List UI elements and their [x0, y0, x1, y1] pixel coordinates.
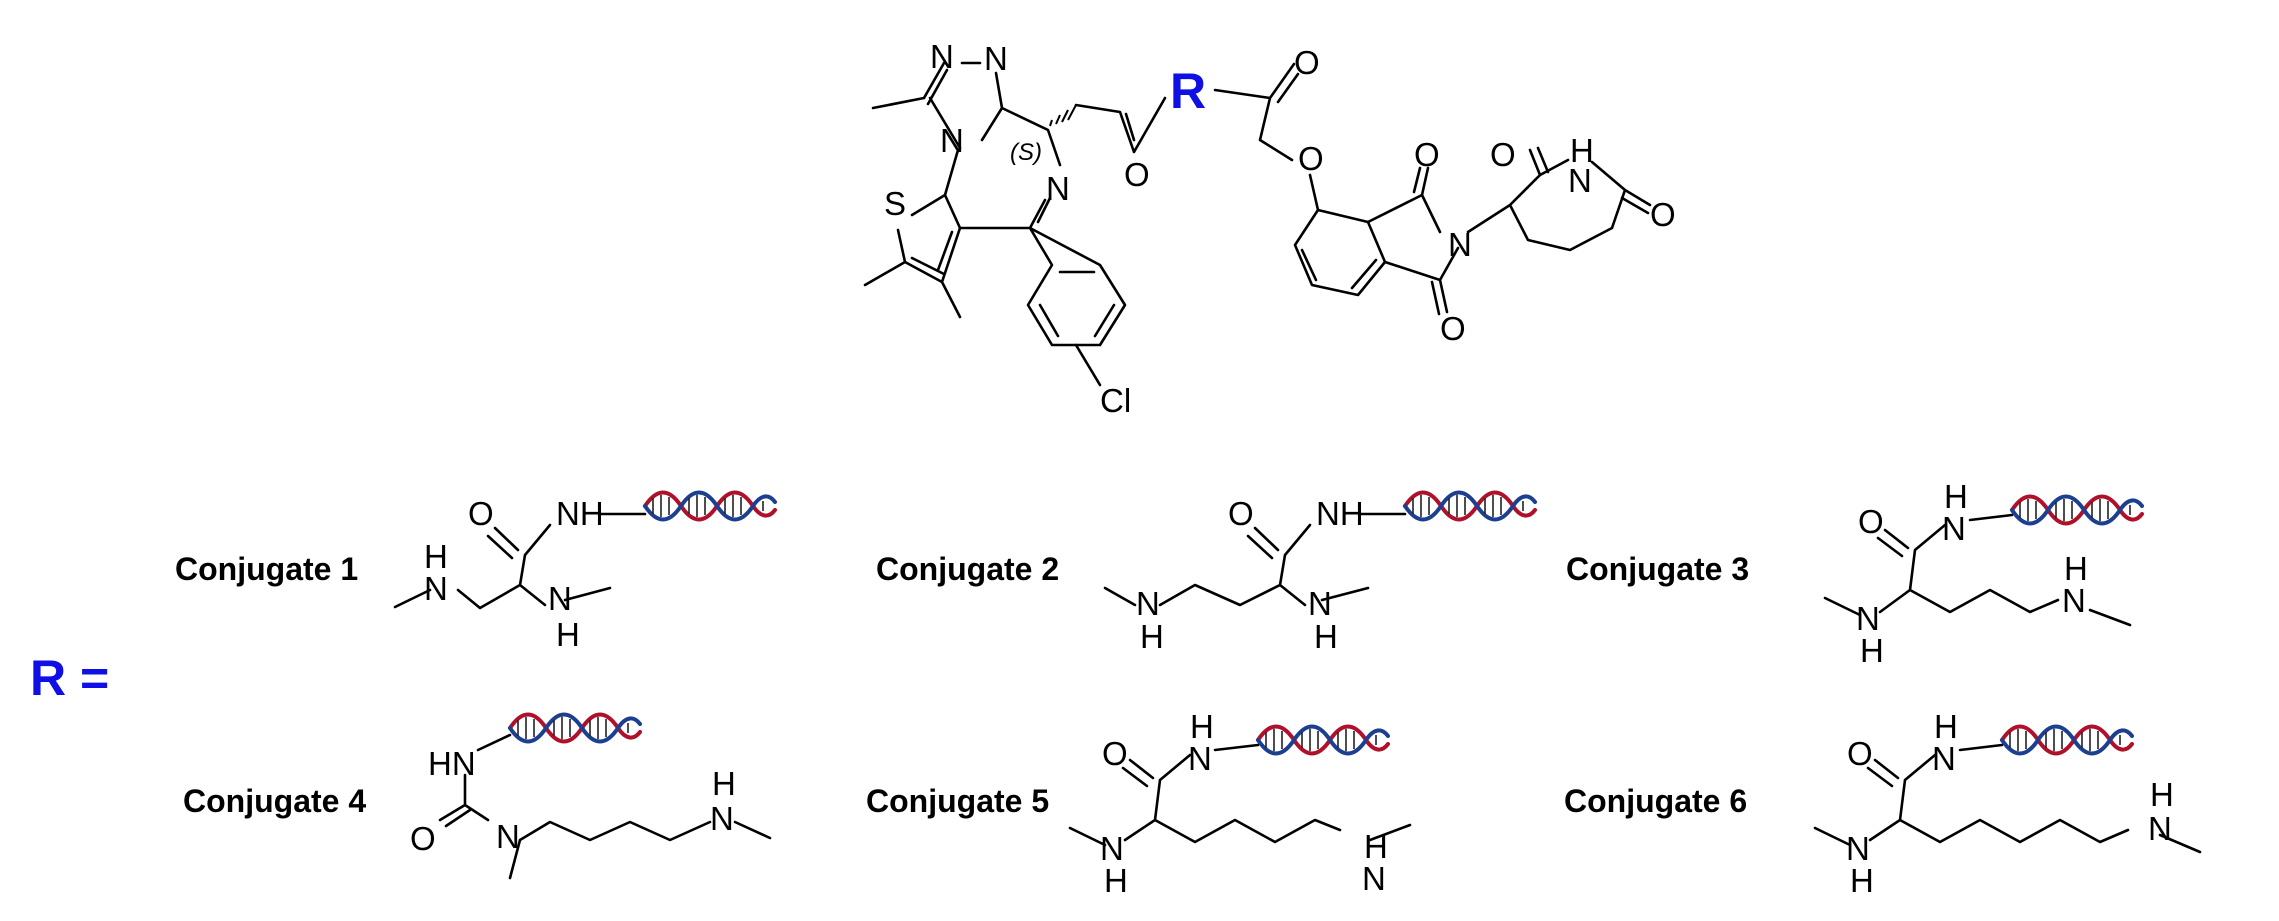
svg-text:NH: NH — [556, 495, 604, 532]
atom-n-imide: N — [1448, 226, 1472, 263]
dna-helix-icon — [508, 712, 642, 744]
dna-helix-icon — [643, 490, 777, 522]
conjugate-label: Conjugate 1 — [175, 551, 358, 587]
svg-text:N: N — [1856, 600, 1880, 637]
svg-text:H: H — [1190, 708, 1214, 745]
svg-text:H: H — [1140, 618, 1164, 655]
conjugate-1: Conjugate 1 O NH H N N H — [175, 490, 777, 653]
atom-o-ether: O — [1298, 140, 1324, 177]
svg-text:H: H — [424, 538, 448, 575]
svg-text:O: O — [410, 820, 436, 857]
svg-text:N: N — [1362, 860, 1386, 897]
svg-text:N: N — [424, 570, 448, 607]
svg-text:O: O — [1847, 735, 1873, 772]
svg-text:N: N — [2148, 810, 2172, 847]
atom-h-glut: H — [1570, 132, 1594, 169]
conjugate-label: Conjugate 4 — [183, 783, 366, 819]
r-equals-label: R = — [30, 650, 109, 706]
svg-text:H: H — [556, 616, 580, 653]
svg-text:N: N — [1188, 740, 1212, 777]
svg-text:O: O — [1228, 495, 1254, 532]
svg-text:N: N — [1100, 830, 1124, 867]
conjugate-label: Conjugate 3 — [1566, 551, 1749, 587]
conjugate-3: Conjugate 3 O H N N H H N — [1566, 478, 2144, 669]
atom-n-top-right: N — [984, 40, 1008, 77]
svg-text:H: H — [1934, 708, 1958, 745]
conjugate-label: Conjugate 2 — [876, 551, 1059, 587]
svg-text:O: O — [468, 495, 494, 532]
svg-text:HN: HN — [428, 745, 476, 782]
conjugate-label: Conjugate 6 — [1564, 783, 1747, 819]
svg-text:H: H — [2064, 550, 2088, 587]
svg-text:H: H — [1850, 862, 1874, 899]
atom-o-amide2: O — [1294, 44, 1320, 81]
svg-text:H: H — [1860, 632, 1884, 669]
svg-text:O: O — [1102, 735, 1128, 772]
atom-n-glut: N — [1568, 162, 1592, 199]
conjugate-4: Conjugate 4 HN O N H N — [183, 712, 772, 880]
svg-text:N: N — [1932, 740, 1956, 777]
svg-text:N: N — [1308, 585, 1332, 622]
conjugate-2: Conjugate 2 O NH N H N H — [876, 490, 1537, 655]
svg-text:N: N — [1136, 585, 1160, 622]
dna-helix-icon — [1403, 490, 1537, 522]
conjugate-label: Conjugate 5 — [866, 783, 1049, 819]
svg-text:H: H — [2150, 776, 2174, 813]
svg-text:NH: NH — [1316, 495, 1364, 532]
atom-o-imide-top: O — [1414, 136, 1440, 173]
atom-o-glut-left: O — [1490, 136, 1516, 173]
svg-text:H: H — [1364, 828, 1388, 865]
dna-helix-icon — [2000, 724, 2134, 756]
svg-text:N: N — [710, 800, 734, 837]
svg-text:H: H — [1104, 862, 1128, 899]
dna-helix-icon — [1256, 724, 1390, 756]
svg-text:N: N — [1846, 830, 1870, 867]
atom-s-thiophene: S — [884, 185, 906, 222]
atom-o-imide-bottom: O — [1440, 310, 1466, 347]
svg-text:N: N — [496, 818, 520, 855]
svg-text:H: H — [712, 765, 736, 802]
svg-text:N: N — [1942, 510, 1966, 547]
core-molecule: N N N N S (S) O R O O O O N O H N O Cl — [863, 38, 1676, 419]
atom-o-amide1: O — [1124, 156, 1150, 193]
conjugate-6: Conjugate 6 O H N N H H N — [1564, 708, 2202, 899]
atom-n-imine: N — [1046, 170, 1070, 207]
svg-text:H: H — [1944, 478, 1968, 515]
stereo-label: (S) — [1010, 139, 1042, 166]
conjugate-5: Conjugate 5 O H N N H H N — [866, 708, 1412, 899]
svg-text:N: N — [2062, 582, 2086, 619]
atom-cl: Cl — [1100, 382, 1131, 419]
svg-text:O: O — [1858, 503, 1884, 540]
svg-text:H: H — [1314, 618, 1338, 655]
core-r-group: R — [1170, 63, 1206, 119]
atom-n-triazole: N — [940, 122, 964, 159]
svg-text:N: N — [548, 580, 572, 617]
atom-n-top-left: N — [930, 38, 954, 75]
dna-helix-icon — [2010, 494, 2144, 526]
atom-o-glut-right: O — [1650, 196, 1676, 233]
